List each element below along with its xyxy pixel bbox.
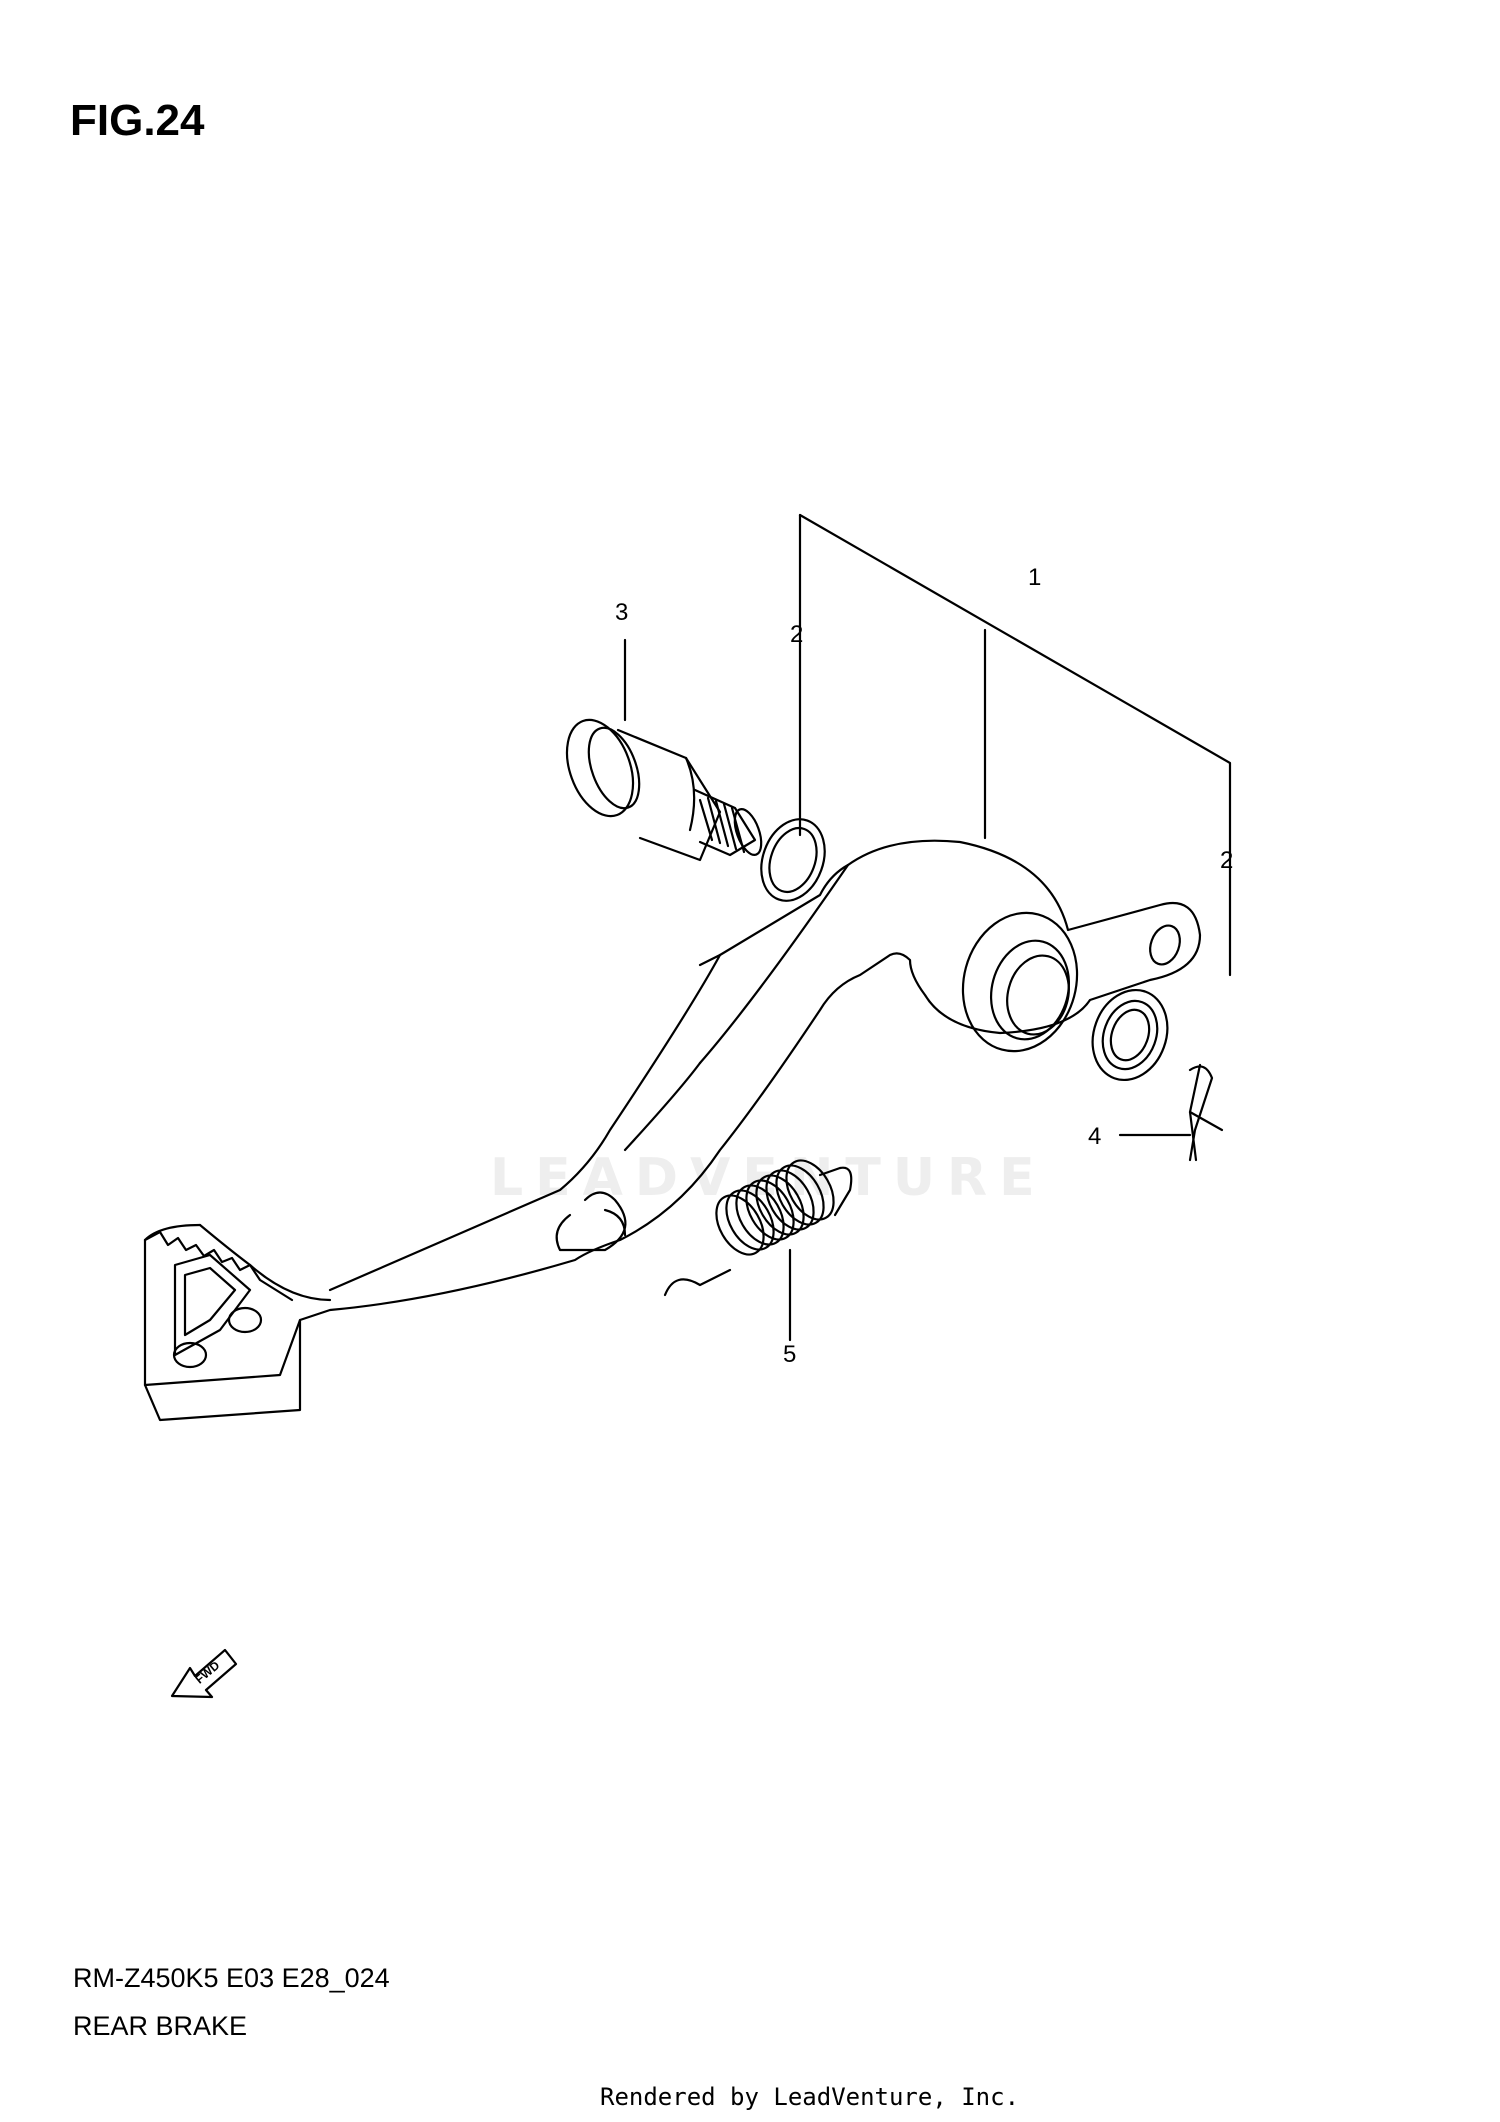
figure-name: REAR BRAKE [73,2011,248,2041]
cotter-pin-part [1188,1063,1224,1162]
callout-1: 1 [1028,564,1041,591]
figure-title: FIG.24 [70,96,205,145]
model-code: RM-Z450K5 E03 E28_024 [73,1963,390,1993]
callout-3: 3 [615,599,628,626]
callout-2-right: 2 [1220,847,1233,874]
rendered-credit: Rendered by LeadVenture, Inc. [600,2083,1020,2111]
brake-pedal-part [143,839,1202,1422]
fwd-label: FWD [192,1658,222,1687]
callout-5: 5 [783,1341,796,1368]
pivot-bolt-part [565,718,763,862]
seal-left-part [760,818,826,902]
seal-right-part [1091,988,1169,1082]
spring-part [663,1159,853,1297]
callout-4: 4 [1088,1123,1101,1150]
callout-2-left: 2 [790,621,803,648]
fwd-arrow-icon [170,1648,238,1699]
leader-lines [623,513,1232,1342]
